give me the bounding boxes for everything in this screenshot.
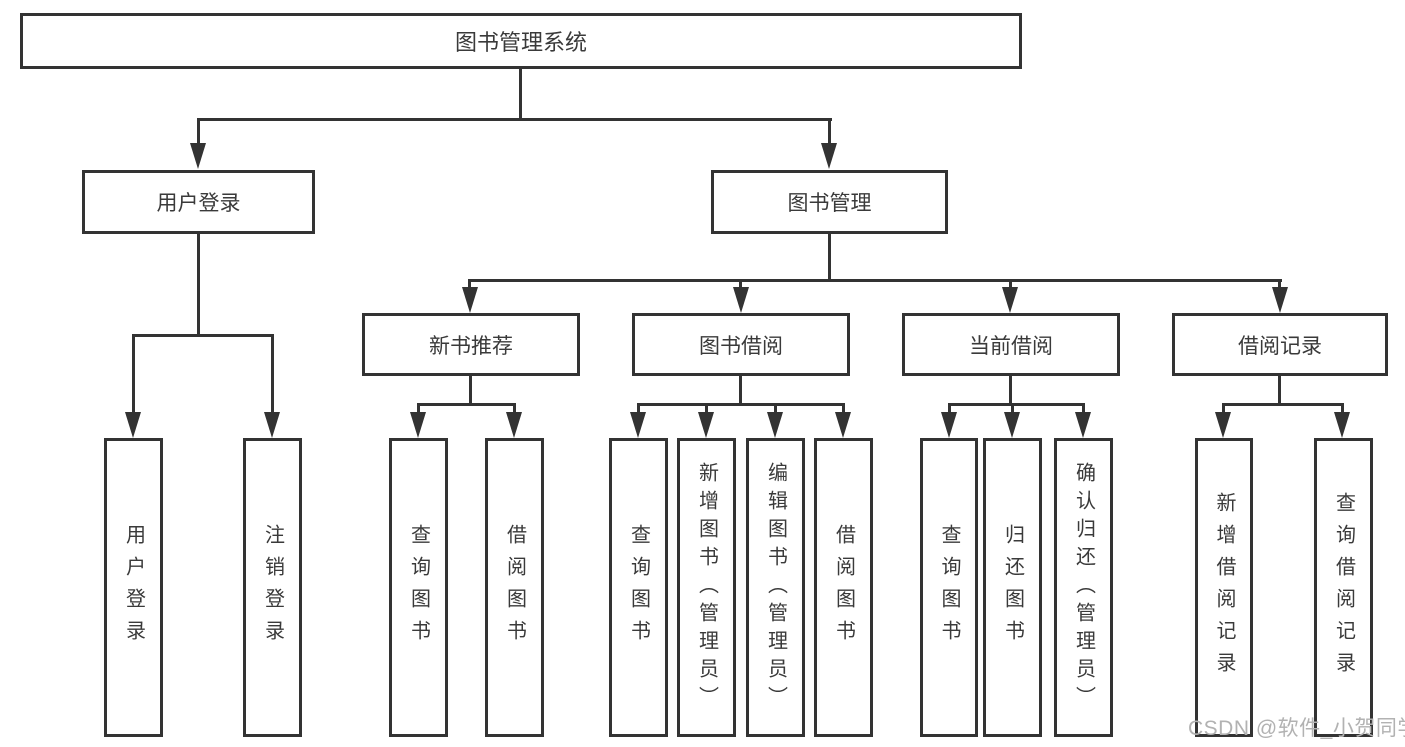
leaf-newbook-query: 查询图书	[389, 438, 448, 737]
arrow-down-icon	[1334, 412, 1350, 438]
connector-book-borrow-crossbar	[637, 403, 845, 406]
node-new-book-rec: 新书推荐	[362, 313, 580, 376]
arrow-down-icon	[630, 412, 646, 438]
leaf-current-query-label: 查询图书	[938, 523, 960, 652]
leaf-records-add-label: 新增借阅记录	[1213, 491, 1235, 684]
leaf-current-return-label: 归还图书	[1001, 523, 1024, 652]
leaf-logout-label: 注销登录	[261, 523, 284, 652]
connector-current-borrow-crossbar	[948, 403, 1085, 406]
node-current-borrow-label: 当前借阅	[969, 334, 1053, 358]
connector-borrow-records-crossbar	[1222, 403, 1344, 406]
connector-book-mgmt-crossbar	[469, 279, 1282, 282]
arrow-down-icon	[1215, 412, 1231, 438]
leaf-user-login: 用户登录	[104, 438, 163, 737]
connector-current-borrow-stem	[1009, 376, 1012, 405]
arrow-down-icon	[410, 412, 426, 438]
leaf-records-query-label: 查询借阅记录	[1332, 491, 1355, 684]
node-root: 图书管理系统	[20, 13, 1022, 69]
node-root-label: 图书管理系统	[454, 30, 587, 55]
leaf-records-add: 新增借阅记录	[1195, 438, 1253, 737]
connector-new-book-stem	[469, 376, 472, 405]
leaf-logout: 注销登录	[243, 438, 302, 737]
connector-root-stem	[519, 67, 522, 120]
node-book-borrow-label: 图书借阅	[699, 334, 783, 358]
node-borrow-records: 借阅记录	[1172, 313, 1388, 376]
leaf-current-confirm-return: 确认归还（管理员）	[1054, 438, 1113, 737]
connector-drop-leaf	[271, 334, 274, 418]
arrow-down-icon	[821, 143, 837, 169]
leaf-borrow-edit-book-label: 编辑图书（管理员）	[764, 461, 787, 714]
leaf-newbook-borrow: 借阅图书	[485, 438, 544, 737]
leaf-current-confirm-return-label: 确认归还（管理员）	[1072, 461, 1095, 714]
arrow-down-icon	[462, 287, 478, 313]
connector-drop-user-login	[197, 118, 200, 148]
connector-drop-new-book	[468, 279, 471, 293]
leaf-newbook-borrow-label: 借阅图书	[503, 523, 526, 652]
node-user-login-label: 用户登录	[156, 192, 241, 215]
arrow-down-icon	[125, 412, 141, 438]
leaf-current-query: 查询图书	[920, 438, 978, 737]
arrow-down-icon	[1002, 287, 1018, 313]
connector-user-login-stem	[197, 234, 200, 336]
node-book-mgmt: 图书管理	[711, 170, 948, 234]
connector-borrow-records-stem	[1278, 376, 1281, 405]
leaf-records-query: 查询借阅记录	[1314, 438, 1373, 737]
leaf-borrow-add-book-label: 新增图书（管理员）	[695, 461, 718, 714]
arrow-down-icon	[190, 143, 206, 169]
arrow-down-icon	[1075, 412, 1091, 438]
node-borrow-records-label: 借阅记录	[1238, 334, 1322, 358]
arrow-down-icon	[698, 412, 714, 438]
leaf-borrow-query: 查询图书	[609, 438, 668, 737]
connector-drop-current-borrow	[1009, 279, 1012, 293]
arrow-down-icon	[767, 412, 783, 438]
node-book-borrow: 图书借阅	[632, 313, 850, 376]
connector-user-login-crossbar	[132, 334, 274, 337]
connector-drop-book-borrow	[739, 279, 742, 293]
connector-drop-borrow-records	[1278, 279, 1281, 293]
connector-drop-book-mgmt	[828, 118, 831, 148]
node-new-book-rec-label: 新书推荐	[429, 334, 513, 358]
arrow-down-icon	[941, 412, 957, 438]
leaf-current-return: 归还图书	[983, 438, 1042, 737]
node-user-login: 用户登录	[82, 170, 315, 234]
leaf-newbook-query-label: 查询图书	[407, 523, 430, 652]
arrow-down-icon	[835, 412, 851, 438]
connector-book-borrow-stem	[739, 376, 742, 405]
arrow-down-icon	[506, 412, 522, 438]
connector-new-book-crossbar	[417, 403, 516, 406]
connector-drop-leaf	[132, 334, 135, 418]
node-book-mgmt-label: 图书管理	[787, 192, 872, 215]
watermark: CSDN @软件_小贺同学	[1188, 717, 1405, 740]
leaf-user-login-label: 用户登录	[122, 523, 145, 652]
leaf-borrow-query-label: 查询图书	[627, 523, 650, 652]
leaf-borrow-add-book: 新增图书（管理员）	[677, 438, 736, 737]
arrow-down-icon	[733, 287, 749, 313]
arrow-down-icon	[1272, 287, 1288, 313]
node-current-borrow: 当前借阅	[902, 313, 1120, 376]
arrow-down-icon	[264, 412, 280, 438]
connector-root-crossbar	[197, 118, 832, 121]
leaf-borrow-borrow-book-label: 借阅图书	[832, 523, 855, 652]
leaf-borrow-borrow-book: 借阅图书	[814, 438, 873, 737]
leaf-borrow-edit-book: 编辑图书（管理员）	[746, 438, 805, 737]
arrow-down-icon	[1004, 412, 1020, 438]
connector-book-mgmt-stem	[828, 234, 831, 281]
